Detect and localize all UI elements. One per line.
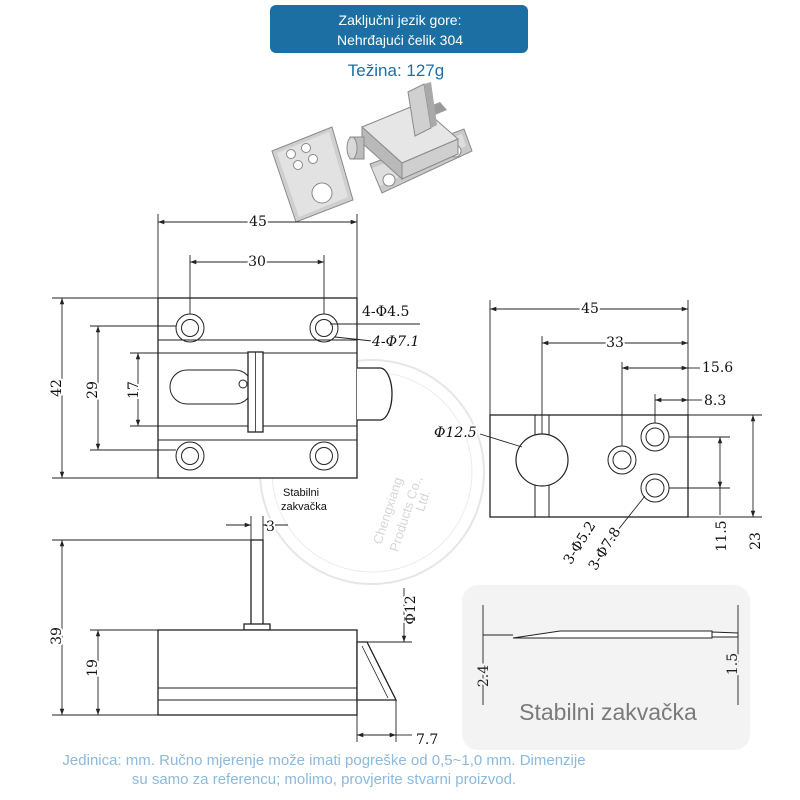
dim-body-height: 19 [85,659,101,677]
side-view: 3 39 19 Φ12 7.7 [47,516,440,750]
watermark-line-3: Ltd. [412,488,433,513]
product-photo [271,82,473,223]
banner-line-1: Zaključni jezik gore: [339,12,462,28]
bolt-tongue-side [356,641,398,701]
footer-note: Jedinica: mm. Ručno mjerenje može imati … [62,752,585,788]
latch-body-side [157,629,358,716]
dim-plate-width: 45 [581,301,599,317]
stable-latch-label-line-1: Stabilni [283,487,319,499]
dim-total-height: 39 [49,627,65,645]
top-view-dimensions [52,214,420,479]
slot-pin [238,379,248,389]
strike-plate-image [271,126,354,223]
dim-top-hole-spacing-y: 29 [85,381,101,399]
mounting-holes-top [175,313,339,471]
dim-plate-height: 23 [748,532,764,550]
weight-label: Težina: 127g [348,61,444,80]
latch-profile-tip [711,631,739,638]
dim-body-width: 17 [126,381,142,399]
dim-thickness-right: 1.5 [725,653,741,675]
top-view: 45 30 4-Φ4.5 4-Φ7.1 42 29 17 Stabilni za… [47,212,421,513]
latch-body-image [346,82,473,194]
bolt-handle-side [250,539,264,629]
end-view: 45 33 15.6 8.3 Φ12.5 3-Φ5.2 3-Φ7.8 11.5 … [432,299,766,575]
bolt-end-top [357,367,393,421]
dim-thickness-left: 2.4 [476,665,492,687]
inset-caption: Stabilni zakvačka [519,699,697,725]
side-view-dimensions [52,516,412,742]
footer-line-1: Jedinica: mm. Ručno mjerenje može imati … [62,752,585,769]
dim-bolt-protrusion: 7.7 [416,732,438,748]
dim-hole-offset-2: 8.3 [704,393,726,409]
dim-plate-hole-spacing: 11.5 [714,520,730,551]
footer-line-2: su samo za referencu; molimo, provjerite… [132,771,516,788]
end-view-dimensions [479,300,762,541]
latch-profile [512,630,713,639]
dim-hole-outer-diameter: 4-Φ7.1 [371,334,419,350]
dim-bolt-offset: 33 [606,335,624,351]
dim-hole-inner-diameter: 4-Φ4.5 [362,304,409,320]
banner-line-2: Nehrđajući čelik 304 [337,32,463,48]
header-banner: Zaključni jezik gore: Nehrđajući čelik 3… [270,5,528,53]
inset-panel: 2.4 1.5 Stabilni zakvačka [462,585,750,750]
inset-background [462,585,750,750]
dim-top-hole-spacing-x: 30 [248,254,266,270]
dim-handle-thickness: 3 [266,519,275,535]
banner-background [270,5,528,53]
dim-top-width: 45 [249,214,267,230]
bolt-receiving-hole [515,433,569,487]
dim-hole-offset-1: 15.6 [702,360,733,376]
handle-base [243,623,271,631]
dim-bolt-hole-diameter: Φ12.5 [434,425,477,441]
dim-bolt-diameter: Φ12 [403,595,419,624]
dim-top-height: 42 [49,379,65,397]
stable-latch-label-line-2: zakvačka [281,501,328,513]
